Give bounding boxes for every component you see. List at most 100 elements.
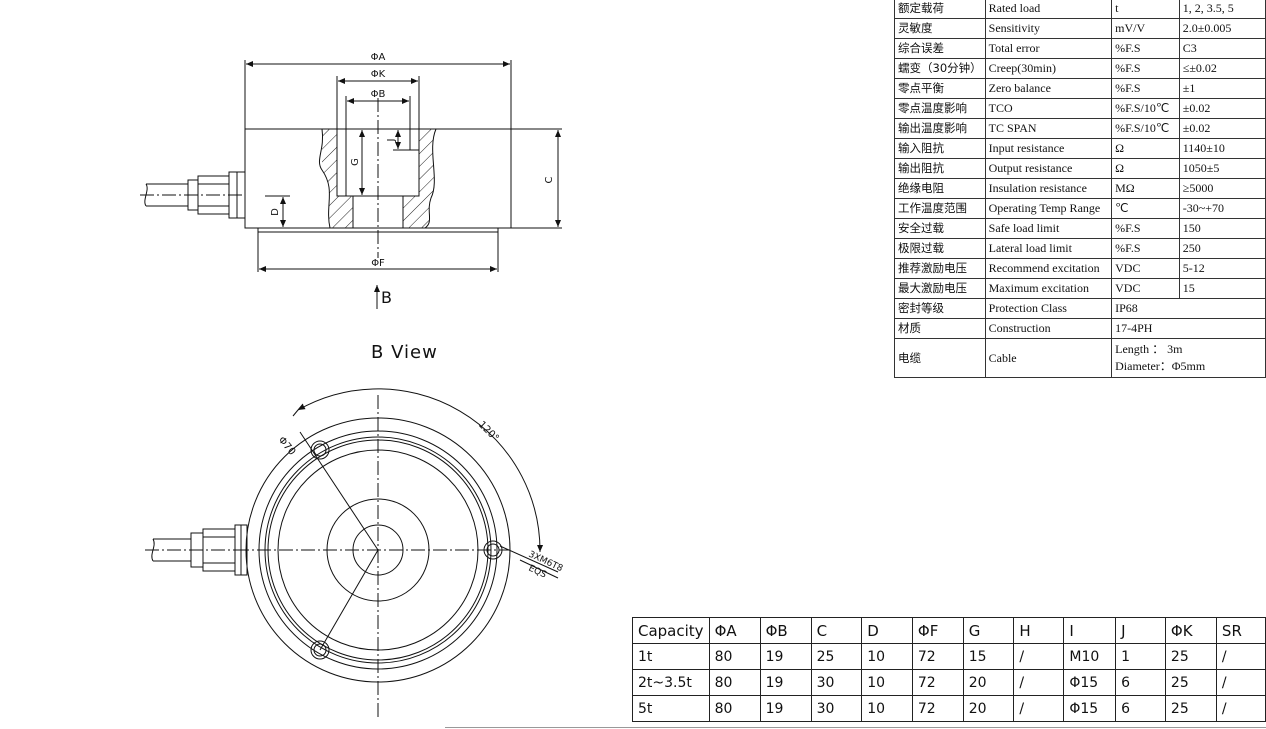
cable-diameter: Diameter：Φ5mm [1115,359,1206,373]
spec-en: Maximum excitation [984,278,1113,299]
spec-en: Input resistance [984,138,1113,159]
capacity-cell: 2t~3.5t [632,669,710,696]
capacity-cell: 6 [1115,695,1166,722]
capacity-cell: 6 [1115,669,1166,696]
capacity-header-cell: ΦA [708,617,761,644]
spec-value: 1050±5 [1178,158,1266,179]
dim-label-phiK: ΦK [371,69,386,80]
capacity-header-cell: I [1063,617,1117,644]
spec-unit: Ω [1111,158,1180,179]
capacity-cell: 72 [911,695,964,722]
spec-unit: VDC [1111,258,1180,279]
spec-en: Operating Temp Range [984,198,1113,219]
spec-value: ≤±0.02 [1178,58,1266,79]
capacity-cell: 80 [708,669,761,696]
label-dia70: Φ70 [276,435,298,458]
cable-gland-bottom [145,524,248,576]
spec-value: ±0.02 [1178,98,1266,119]
spec-value: ±0.02 [1178,118,1266,139]
capacity-header-cell: ΦB [759,617,812,644]
capacity-header-cell: G [962,617,1015,644]
spec-cn: 极限过载 [894,238,986,259]
spec-en: Sensitivity [984,18,1113,39]
capacity-cell: 25 [1164,643,1217,670]
spec-en: Protection Class [984,298,1113,319]
capacity-cell: 5t [632,695,710,722]
capacity-cell: 1 [1115,643,1166,670]
spec-row: 蠕变（30分钟）Creep(30min)%F.S≤±0.02 [894,58,1266,79]
spec-en: Recommend excitation [984,258,1113,279]
spec-cn: 电缆 [894,338,986,378]
capacity-cell: 72 [911,669,964,696]
bottom-view-title: B View [371,342,438,363]
capacity-header-cell: C [810,617,863,644]
spec-value: 250 [1178,238,1266,259]
spec-en: Lateral load limit [984,238,1113,259]
dim-label-D: D [270,208,281,216]
dim-label-phiA: ΦA [371,52,386,63]
spec-cn: 零点温度影响 [894,98,986,119]
spec-en: Zero balance [984,78,1113,99]
capacity-cell: 10 [861,643,913,670]
cable-gland [140,171,246,219]
spec-value: -30~+70 [1178,198,1266,219]
spec-value: 1140±10 [1178,138,1266,159]
spec-en: TC SPAN [984,118,1113,139]
spec-en: Rated load [984,0,1113,19]
spec-cn: 输入阻抗 [894,138,986,159]
capacity-cell: / [1013,669,1065,696]
spec-unit: %F.S [1111,218,1180,239]
capacity-header-cell: SR [1215,617,1266,644]
capacity-header-cell: ΦF [911,617,964,644]
spec-cn: 额定载荷 [894,0,986,19]
capacity-cell: / [1215,695,1266,722]
spec-en: Creep(30min) [984,58,1113,79]
spec-value: 1, 2, 3.5, 5 [1178,0,1266,19]
spec-unit: %F.S [1111,58,1180,79]
spec-cn: 输出阻抗 [894,158,986,179]
spec-unit: VDC [1111,278,1180,299]
capacity-cell: 19 [759,669,812,696]
spec-cn: 密封等级 [894,298,986,319]
spec-en: Insulation resistance [984,178,1113,199]
capacity-cell: 10 [861,695,913,722]
angle-arc [297,388,544,553]
capacity-cell: 1t [632,643,710,670]
spec-unit: %F.S/10℃ [1111,98,1180,119]
capacity-cell: 80 [708,695,761,722]
capacity-header-cell: H [1013,617,1065,644]
spec-row-cable: 电缆 Cable Length ： 3m Diameter：Φ5mm [894,338,1266,378]
spec-value: Length ： 3m Diameter：Φ5mm [1111,338,1266,378]
spec-unit: ℃ [1111,198,1180,219]
capacity-header-cell: ΦK [1164,617,1217,644]
spec-en: Construction [984,318,1113,339]
spec-value: C3 [1178,38,1266,59]
spec-unit: %F.S [1111,78,1180,99]
spec-cn: 安全过载 [894,218,986,239]
spec-en: Cable [984,338,1113,378]
spec-cn: 推荐激励电压 [894,258,986,279]
capacity-cell: 20 [962,669,1015,696]
capacity-cell: 15 [962,643,1015,670]
spec-en: Safe load limit [984,218,1113,239]
spec-en: TCO [984,98,1113,119]
bottom-rule [445,727,1266,728]
capacity-cell: 19 [759,643,812,670]
capacity-cell: 25 [810,643,863,670]
capacity-cell: 72 [911,643,964,670]
capacity-cell: / [1215,669,1266,696]
dim-label-J: J [386,139,397,143]
